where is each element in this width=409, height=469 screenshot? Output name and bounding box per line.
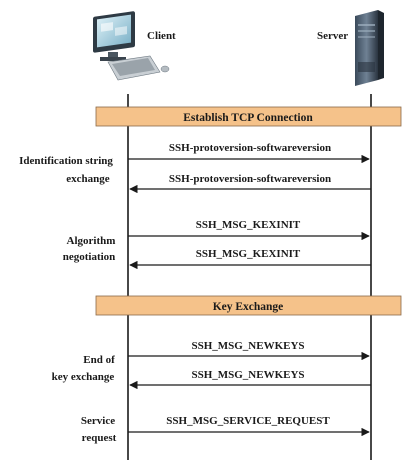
client-label: Client — [147, 30, 176, 42]
client-computer-icon — [93, 11, 170, 81]
phase-label-line: End of — [83, 354, 115, 366]
tcp-connection-bar — [95, 106, 402, 127]
message-label: SSH-protoversion-softwareversion — [169, 142, 331, 154]
phase-label-line: Identification string — [19, 155, 113, 167]
key-exchange-bar — [95, 295, 402, 316]
message-label: SSH_MSG_KEXINIT — [196, 219, 301, 231]
key-exchange-label: Key Exchange — [213, 301, 284, 313]
phase-label-line: key exchange — [52, 371, 115, 383]
message-label: SSH_MSG_NEWKEYS — [191, 369, 304, 381]
phase-label-line: exchange — [66, 173, 110, 185]
phase-label-line: negotiation — [63, 251, 116, 263]
server-label: Server — [317, 30, 348, 42]
message-label: SSH_MSG_NEWKEYS — [191, 340, 304, 352]
phase-label-line: Service — [81, 415, 115, 427]
message-label: SSH_MSG_KEXINIT — [196, 248, 301, 260]
phase-label-line: Algorithm — [67, 235, 116, 247]
message-label: SSH-protoversion-softwareversion — [169, 173, 331, 185]
tcp-connection-label: Establish TCP Connection — [183, 112, 313, 124]
message-label: SSH_MSG_SERVICE_REQUEST — [166, 415, 330, 427]
server-icon — [355, 10, 384, 86]
phase-label-line: request — [82, 432, 117, 444]
